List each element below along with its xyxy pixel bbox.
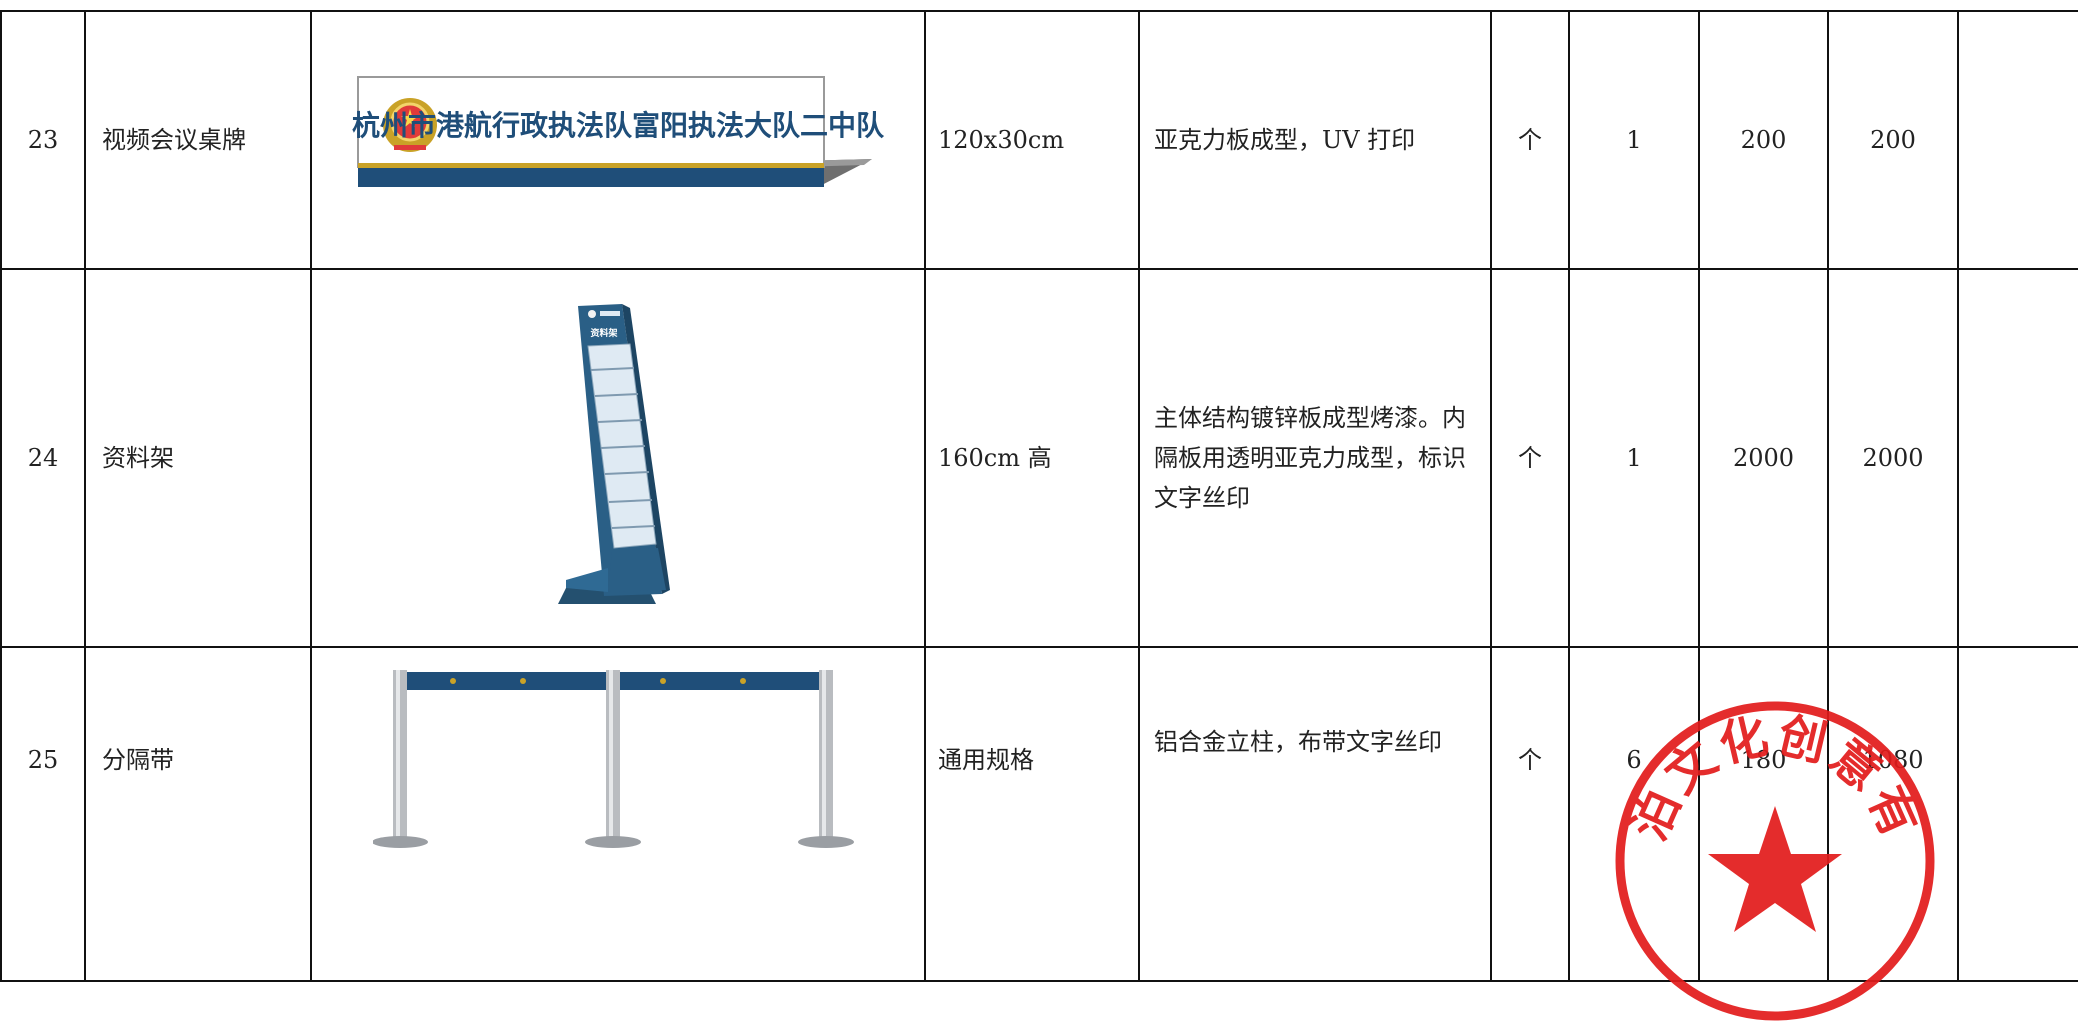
item-size: 160cm 高	[924, 268, 1140, 648]
item-unit-price: 180	[1698, 646, 1829, 982]
rack-header-text: 资料架	[590, 327, 617, 339]
item-image-cell: 资料架	[310, 268, 926, 648]
item-size: 120x30cm	[924, 10, 1140, 270]
item-total: 1080	[1827, 646, 1959, 982]
item-quantity: 1	[1568, 10, 1700, 270]
item-note	[1957, 646, 2078, 982]
item-unit: 个	[1490, 268, 1570, 648]
item-size: 通用规格	[924, 646, 1140, 982]
item-unit: 个	[1490, 10, 1570, 270]
item-name: 资料架	[84, 268, 312, 648]
item-name: 视频会议桌牌	[84, 10, 312, 270]
desk-sign-text: 杭州市港航行政执法队富阳执法大队二中队	[352, 109, 885, 142]
item-total: 2000	[1827, 268, 1959, 648]
quotation-table: 23 视频会议桌牌 杭州市港航行政执法队富阳执法大队二中队 120x30cm	[0, 10, 2078, 982]
stanchion-barrier-image	[373, 670, 854, 848]
item-quantity: 1	[1568, 268, 1700, 648]
item-unit-price: 2000	[1698, 268, 1829, 648]
item-unit-price: 200	[1698, 10, 1829, 270]
item-note	[1957, 268, 2078, 648]
item-description: 铝合金立柱，布带文字丝印	[1138, 646, 1492, 982]
row-number: 23	[0, 10, 86, 270]
row-number: 25	[0, 646, 86, 982]
item-quantity: 6	[1568, 646, 1700, 982]
item-image-cell	[310, 646, 926, 982]
item-unit: 个	[1490, 646, 1570, 982]
table-row: 24 资料架 资料架	[0, 268, 2078, 648]
table-row: 25 分隔带 通用规格	[0, 646, 2078, 982]
item-image-cell: 杭州市港航行政执法队富阳执法大队二中队	[310, 10, 926, 270]
item-total: 200	[1827, 10, 1959, 270]
item-note	[1957, 10, 2078, 270]
desk-sign-image: 杭州市港航行政执法队富阳执法大队二中队	[352, 76, 885, 187]
brochure-rack-image: 资料架	[558, 304, 670, 604]
item-name: 分隔带	[84, 646, 312, 982]
row-number: 24	[0, 268, 86, 648]
item-description: 亚克力板成型，UV 打印	[1138, 10, 1492, 270]
table-row: 23 视频会议桌牌 杭州市港航行政执法队富阳执法大队二中队 120x30cm	[0, 10, 2078, 270]
item-description: 主体结构镀锌板成型烤漆。内隔板用透明亚克力成型，标识文字丝印	[1138, 268, 1492, 648]
